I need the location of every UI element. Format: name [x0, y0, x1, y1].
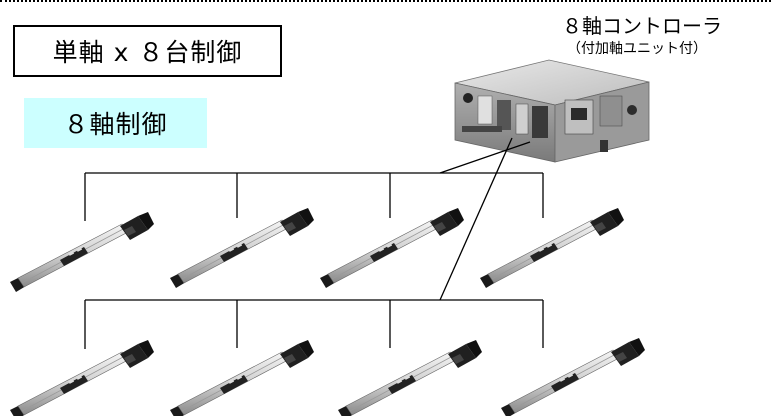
linear-actuator-icon [500, 337, 646, 416]
top-dotted-border [0, 0, 771, 2]
linear-actuator-icon [9, 211, 155, 293]
title-label: 単軸 x ８台制御 [52, 38, 243, 67]
linear-actuator-icon [479, 207, 625, 289]
controller-icon [454, 59, 650, 163]
controller-title: ８軸コントローラ [562, 14, 722, 38]
linear-actuator-icon [337, 339, 483, 416]
linear-actuator-icon [9, 339, 155, 416]
controller-note: （付加軸ユニット付） [567, 41, 707, 57]
actuator-row-2 [9, 337, 646, 416]
linear-actuator-icon [169, 207, 315, 289]
subtitle-label: ８軸制御 [63, 110, 168, 139]
actuator-row-1 [9, 207, 625, 293]
connection-lines [84, 137, 544, 349]
title-box: 単軸 x ８台制御 [13, 25, 282, 77]
subtitle-box: ８軸制御 [24, 98, 207, 148]
linear-actuator-icon [319, 207, 465, 289]
linear-actuator-icon [169, 339, 315, 416]
